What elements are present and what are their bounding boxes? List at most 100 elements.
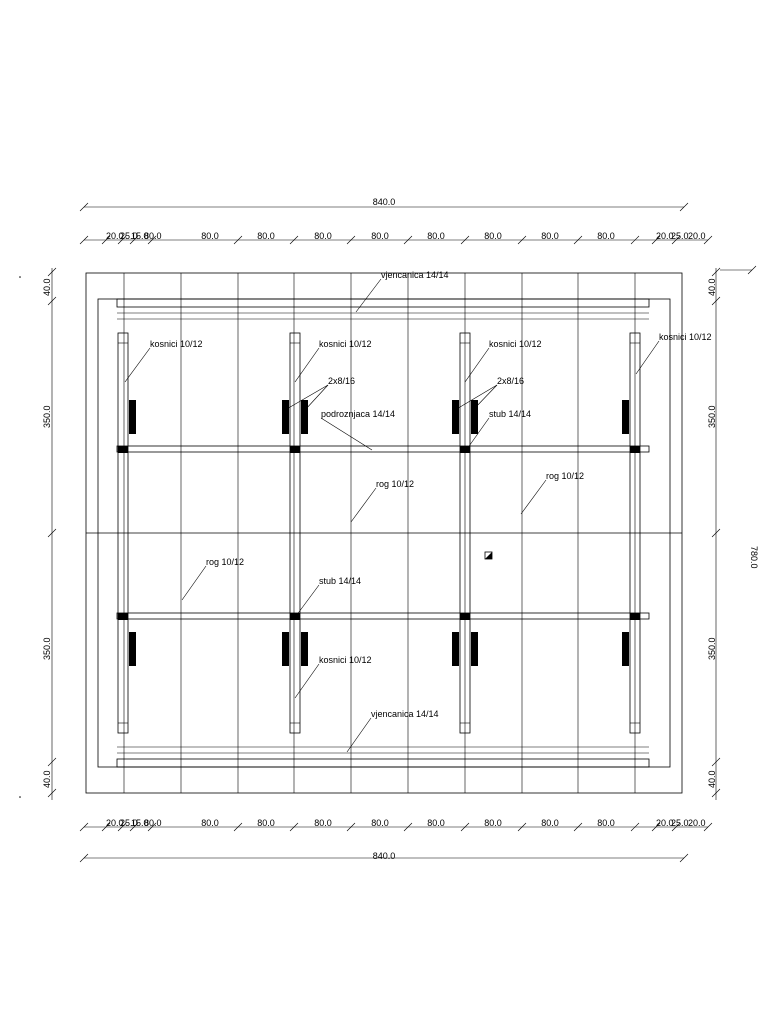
dim-tick <box>671 822 681 832</box>
dim-top-6: 80.0 <box>257 231 275 241</box>
dim-right-4: 40.0 <box>707 770 717 788</box>
label-podroznjaca: podroznjaca 14/14 <box>321 409 395 419</box>
label-rog-2: rog 10/12 <box>546 471 584 481</box>
dim-bottom-3: 15.0 <box>131 818 149 828</box>
dim-bottom-13: 20.0 <box>656 818 674 828</box>
dim-tick <box>346 235 356 245</box>
purlins <box>116 445 650 620</box>
label-2x8-16-b: 2x8/16 <box>497 376 524 386</box>
dim-tick <box>651 822 661 832</box>
bottom-segment-dimensions: 20.0 25.0 15.0 80.0 80.0 80.0 80.0 80.0 … <box>79 818 713 832</box>
dim-tick <box>403 235 413 245</box>
dim-tick <box>289 822 299 832</box>
brace-block <box>622 632 629 666</box>
post-block <box>118 613 128 620</box>
label-rog-1: rog 10/12 <box>376 479 414 489</box>
annotations: vjencanica 14/14 kosnici 10/12 kosnici 1… <box>124 270 712 753</box>
dim-top-9: 80.0 <box>427 231 445 241</box>
dim-tick <box>703 235 713 245</box>
dim-tick <box>79 822 89 832</box>
post-block <box>290 446 300 453</box>
dim-tick <box>651 235 661 245</box>
label-stub-top: stub 14/14 <box>489 409 531 419</box>
dim-top-13: 20.0 <box>656 231 674 241</box>
dim-bottom-7: 80.0 <box>314 818 332 828</box>
post-block <box>630 446 640 453</box>
brace-block <box>129 400 136 434</box>
dim-top-8: 80.0 <box>371 231 389 241</box>
truss-post-frame <box>289 332 301 734</box>
dim-bottom-11: 80.0 <box>541 818 559 828</box>
dim-tick <box>517 822 527 832</box>
truss-post-frame <box>117 332 129 734</box>
dim-top-12: 80.0 <box>597 231 615 241</box>
dim-top-10: 80.0 <box>484 231 502 241</box>
dim-tick <box>460 235 470 245</box>
dim-tick <box>117 822 127 832</box>
top-overall-dimension: 840.0 <box>79 197 689 212</box>
dim-total-height: 780.0 <box>749 546 759 569</box>
dim-bottom-14: 25.0 <box>671 818 689 828</box>
dim-tick <box>671 235 681 245</box>
dim-tick <box>403 822 413 832</box>
dim-tick <box>630 822 640 832</box>
dim-tick <box>117 235 127 245</box>
dim-top-1: 20.0 <box>106 231 124 241</box>
edge-mark-left-bottom <box>19 796 21 798</box>
section-marker-fill <box>485 552 492 559</box>
dim-bottom-4: 80.0 <box>144 818 162 828</box>
dim-tick <box>147 822 157 832</box>
post-block <box>460 613 470 620</box>
dim-tick <box>147 235 157 245</box>
label-vjencanica-top: vjencanica 14/14 <box>381 270 449 280</box>
right-dimensions: 40.0 350.0 350.0 40.0 780.0 <box>707 265 759 800</box>
brace-block <box>282 632 289 666</box>
brace-block <box>452 400 459 434</box>
label-rog-3: rog 10/12 <box>206 557 244 567</box>
dim-right-3: 350.0 <box>707 637 717 660</box>
post-block <box>118 446 128 453</box>
top-wall-plate <box>116 298 650 320</box>
post-block <box>460 446 470 453</box>
dim-top-4: 80.0 <box>144 231 162 241</box>
dim-tick <box>630 235 640 245</box>
dim-bottom-9: 80.0 <box>427 818 445 828</box>
brace-block <box>282 400 289 434</box>
dim-tick <box>346 822 356 832</box>
brace-block <box>471 632 478 666</box>
label-kosnici-3: kosnici 10/12 <box>489 339 542 349</box>
dim-bottom-8: 80.0 <box>371 818 389 828</box>
post-block <box>630 613 640 620</box>
dim-tick <box>460 822 470 832</box>
truss-post-frame <box>459 332 471 734</box>
dim-total-width-bottom: 840.0 <box>373 851 396 861</box>
dim-top-7: 80.0 <box>314 231 332 241</box>
dim-tick <box>129 235 139 245</box>
dim-tick <box>101 235 111 245</box>
brace-block <box>301 632 308 666</box>
dim-left-3: 350.0 <box>42 637 52 660</box>
top-segment-dimensions: 20.0 25.0 15.0 80.0 80.0 80.0 80.0 80.0 … <box>79 231 713 245</box>
dim-top-11: 80.0 <box>541 231 559 241</box>
dim-tick <box>517 235 527 245</box>
dim-left-4: 40.0 <box>42 770 52 788</box>
dim-bottom-1: 20.0 <box>106 818 124 828</box>
dim-right-1: 40.0 <box>707 278 717 296</box>
dim-tick <box>101 822 111 832</box>
dim-tick <box>233 822 243 832</box>
post-block <box>290 613 300 620</box>
dim-tick <box>79 235 89 245</box>
brace-block <box>129 632 136 666</box>
dim-tick <box>703 822 713 832</box>
rafters <box>123 273 636 793</box>
dim-top-5: 80.0 <box>201 231 219 241</box>
dim-top-2: 25.0 <box>120 231 138 241</box>
dim-right-2: 350.0 <box>707 405 717 428</box>
dim-bottom-6: 80.0 <box>257 818 275 828</box>
label-kosnici-4: kosnici 10/12 <box>659 332 712 342</box>
bottom-overall-dimension: 840.0 <box>79 851 689 863</box>
dim-left-2: 350.0 <box>42 405 52 428</box>
dim-bottom-5: 80.0 <box>201 818 219 828</box>
label-kosnici-2: kosnici 10/12 <box>319 339 372 349</box>
